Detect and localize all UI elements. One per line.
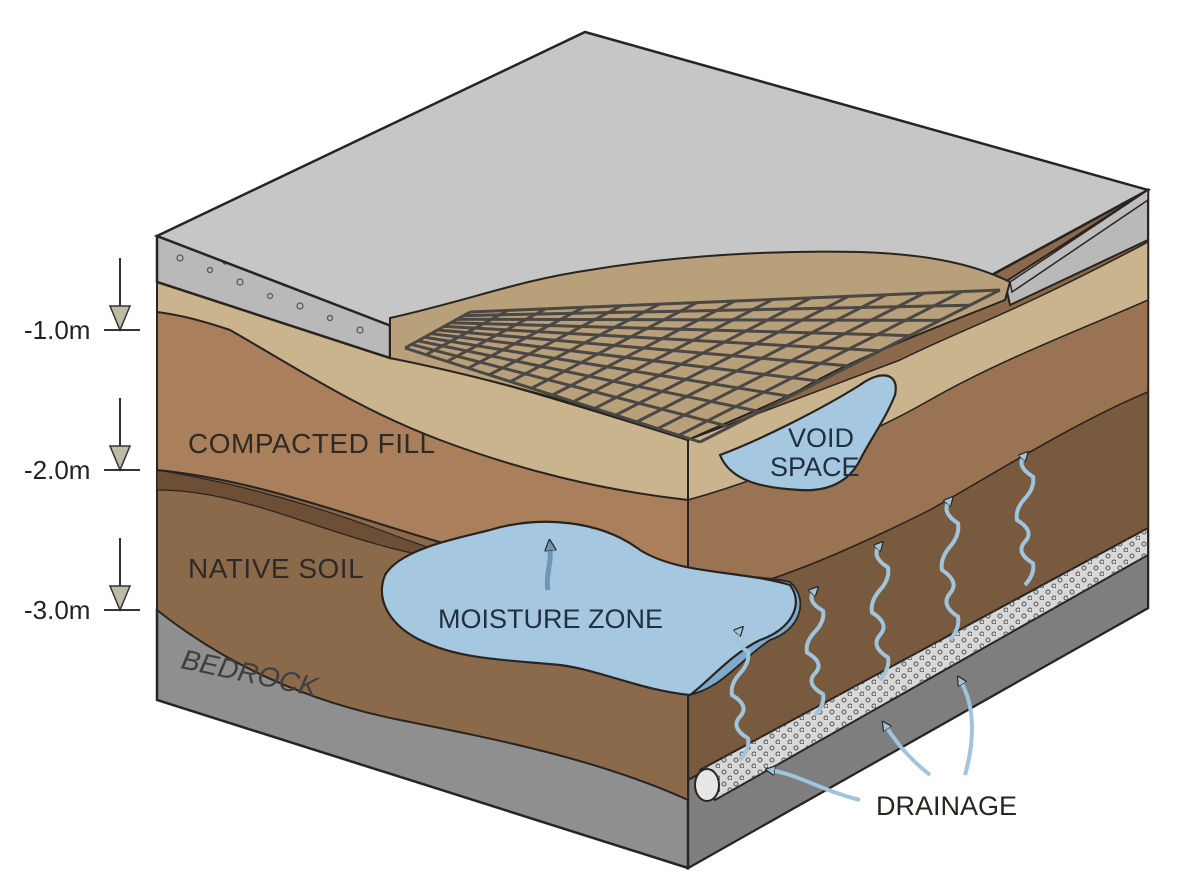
depth-label-2: -2.0m [24,455,90,485]
pipe-opening [695,769,719,801]
rebar-bar [457,319,940,320]
depth-label-1: -1.0m [24,315,90,345]
depth-marker-2: -2.0m [24,398,140,485]
depth-marker-1: -1.0m [24,258,140,345]
native-soil-label: NATIVE SOIL [188,553,364,584]
void-space-label-line1: VOID [788,423,854,453]
compacted-fill-label: COMPACTED FILL [188,428,436,459]
depth-scale: -1.0m -2.0m -3.0m [24,258,140,625]
drainage-label: DRAINAGE [876,791,1017,821]
moisture-zone-label: MOISTURE ZONE [438,604,663,634]
depth-marker-3: -3.0m [24,538,140,625]
depth-label-3: -3.0m [24,595,90,625]
void-space-label-line2: SPACE [770,452,860,482]
